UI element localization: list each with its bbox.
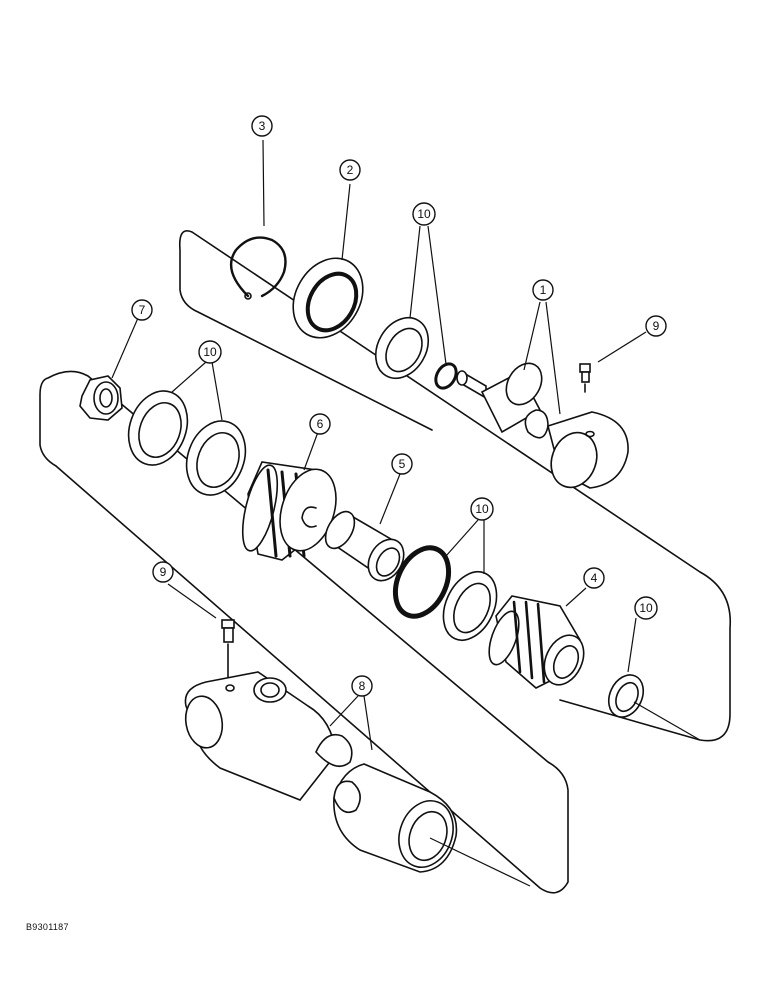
- callout-6: 6: [309, 413, 331, 435]
- callout-1: 1: [532, 279, 554, 301]
- callout-3: 3: [251, 115, 273, 137]
- callout-4-label: 4: [591, 571, 598, 585]
- spacer-tube: [324, 510, 405, 582]
- callout-10-top: 10: [412, 202, 436, 226]
- callout-5: 5: [391, 453, 413, 475]
- small-seal: [607, 674, 645, 718]
- callout-10-mid: 10: [470, 497, 494, 521]
- callout-9-top-label: 9: [653, 319, 660, 333]
- callout-6-label: 6: [317, 417, 324, 431]
- assembly-center-line-bottom: [429, 837, 531, 887]
- callout-10-left: 10: [198, 340, 222, 364]
- rod-seal: [374, 317, 430, 379]
- callout-3-label: 3: [259, 119, 266, 133]
- grease-fitting-bottom: [221, 619, 235, 681]
- piston-seal-left: [127, 390, 189, 466]
- drawing-id: B9301187: [26, 922, 69, 932]
- piston-seal-right: [185, 420, 247, 496]
- rod-eye: [547, 411, 629, 489]
- cylinder-barrel: [184, 671, 458, 873]
- assembly-center-line-right: [633, 701, 701, 741]
- callout-4: 4: [583, 567, 605, 589]
- lower-group-panel: [39, 370, 569, 894]
- callout-5-label: 5: [399, 457, 406, 471]
- grease-fitting-top: [579, 363, 591, 393]
- upper-group-panel: [178, 230, 732, 742]
- callout-9-top: 9: [645, 315, 667, 337]
- callout-2: 2: [339, 159, 361, 181]
- leader-lines: [111, 139, 647, 751]
- piston-rod: [456, 362, 549, 439]
- callout-8: 8: [351, 675, 373, 697]
- large-o-ring: [392, 545, 452, 619]
- piston: [241, 461, 337, 561]
- callout-10-left-label: 10: [203, 345, 217, 359]
- snap-ring: [229, 236, 287, 300]
- callout-2-label: 2: [347, 163, 354, 177]
- callout-10-top-label: 10: [417, 207, 431, 221]
- small-o-ring: [434, 362, 458, 390]
- backup-ring: [442, 571, 498, 641]
- callout-9-bottom-label: 9: [160, 565, 167, 579]
- gland: [488, 595, 585, 689]
- callout-7-label: 7: [139, 303, 146, 317]
- callout-9-bottom: 9: [152, 561, 174, 583]
- wiper-seal: [292, 257, 364, 339]
- callout-1-label: 1: [540, 283, 547, 297]
- callout-10-mid-label: 10: [475, 502, 489, 516]
- lock-nut: [79, 375, 123, 421]
- callout-10-right: 10: [634, 596, 658, 620]
- callout-10-right-label: 10: [639, 601, 653, 615]
- callout-8-label: 8: [359, 679, 366, 693]
- callout-7: 7: [131, 299, 153, 321]
